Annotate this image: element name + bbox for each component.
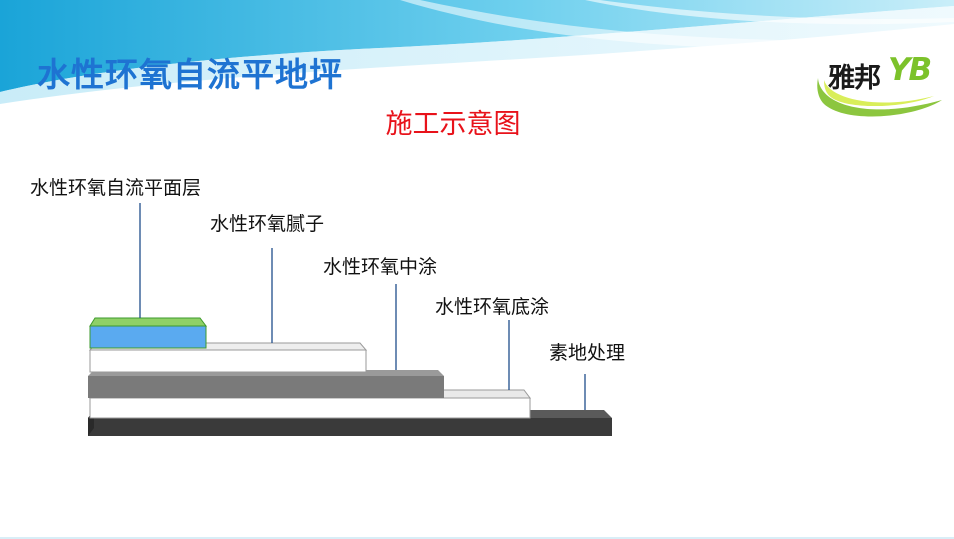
layer-label-substrate: 素地处理: [549, 342, 626, 364]
layer-topcoat: [89, 317, 207, 349]
logo-brand-mark: YB: [888, 52, 932, 88]
diagram-subtitle-text: 施工示意图: [385, 109, 521, 140]
layer-midcoat: [88, 370, 444, 398]
brand-logo: 雅邦 YB: [810, 48, 952, 120]
layer-label-midcoat: 水性环氧中涂: [323, 256, 438, 278]
layer-label-putty: 水性环氧腻子: [210, 213, 325, 235]
layer-label-primer: 水性环氧底涂: [435, 296, 550, 318]
logo-brand-text: 雅邦: [828, 63, 881, 94]
diagram-subtitle: 施工示意图: [0, 102, 954, 141]
slide-title: 水性环氧自流平地坪: [37, 55, 343, 94]
layer-label-topcoat: 水性环氧自流平面层: [30, 177, 202, 199]
logo-swoosh-icon: [817, 78, 942, 117]
